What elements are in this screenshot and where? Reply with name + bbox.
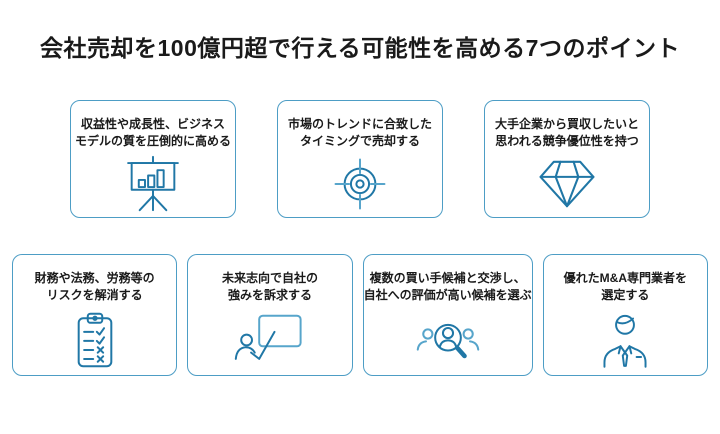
card-text-line2: 自社への評価が高い候補を選ぶ <box>363 288 532 302</box>
slide: 会社売却を100億円超で行える可能性を高める7つのポイント 収益性や成長性、ビジ… <box>0 29 720 376</box>
card-competitive-advantage: 大手企業から買収したいと 思われる競争優位性を持つ <box>484 100 650 218</box>
bottom-row: 財務や法務、労務等の リスクを解消する 未来志向で自社の 強みを訴求する <box>0 254 720 376</box>
businessman-icon <box>603 314 647 368</box>
card-sale-timing: 市場のトレンドに合致した タイミングで売却する <box>277 100 443 218</box>
target-icon <box>334 158 386 209</box>
diamond-icon <box>539 160 595 208</box>
card-text-line1: 大手企業から買収したいと <box>494 117 639 131</box>
card-risk-resolution: 財務や法務、労務等の リスクを解消する <box>12 254 178 376</box>
card-ma-advisor: 優れたM&A専門業者を 選定する <box>542 254 708 376</box>
card-text-line2: 強みを訴求する <box>227 288 312 302</box>
presentation-chart-icon <box>127 155 179 212</box>
card-text-line1: 優れたM&A専門業者を <box>563 271 687 285</box>
top-row: 収益性や成長性、ビジネス モデルの質を圧倒的に高める 市場のトレンドに合致した <box>0 100 720 218</box>
page-title: 会社売却を100億円超で行える可能性を高める7つのポイント <box>40 35 680 61</box>
card-text-line2: モデルの質を圧倒的に高める <box>74 134 231 148</box>
card-text-line2: 選定する <box>601 288 650 302</box>
card-future-appeal: 未来志向で自社の 強みを訴求する <box>187 254 353 376</box>
card-profitability: 収益性や成長性、ビジネス モデルの質を圧倒的に高める <box>70 100 236 218</box>
checklist-icon <box>77 312 112 367</box>
card-text-line1: 財務や法務、労務等の <box>34 271 155 285</box>
card-text-line1: 収益性や成長性、ビジネス <box>80 117 225 131</box>
people-magnifier-icon <box>416 323 479 359</box>
card-text-line1: 複数の買い手候補と交渉し、 <box>369 271 526 285</box>
card-buyer-candidates: 複数の買い手候補と交渉し、 自社への評価が高い候補を選ぶ <box>362 254 533 376</box>
card-text-line2: タイミングで売却する <box>299 134 420 148</box>
card-text-line1: 未来志向で自社の <box>221 271 318 285</box>
card-text-line2: リスクを解消する <box>46 288 143 302</box>
card-text-line1: 市場のトレンドに合致した <box>287 117 432 131</box>
presenter-board-icon <box>234 314 302 360</box>
card-text-line2: 思われる競争優位性を持つ <box>495 134 639 148</box>
